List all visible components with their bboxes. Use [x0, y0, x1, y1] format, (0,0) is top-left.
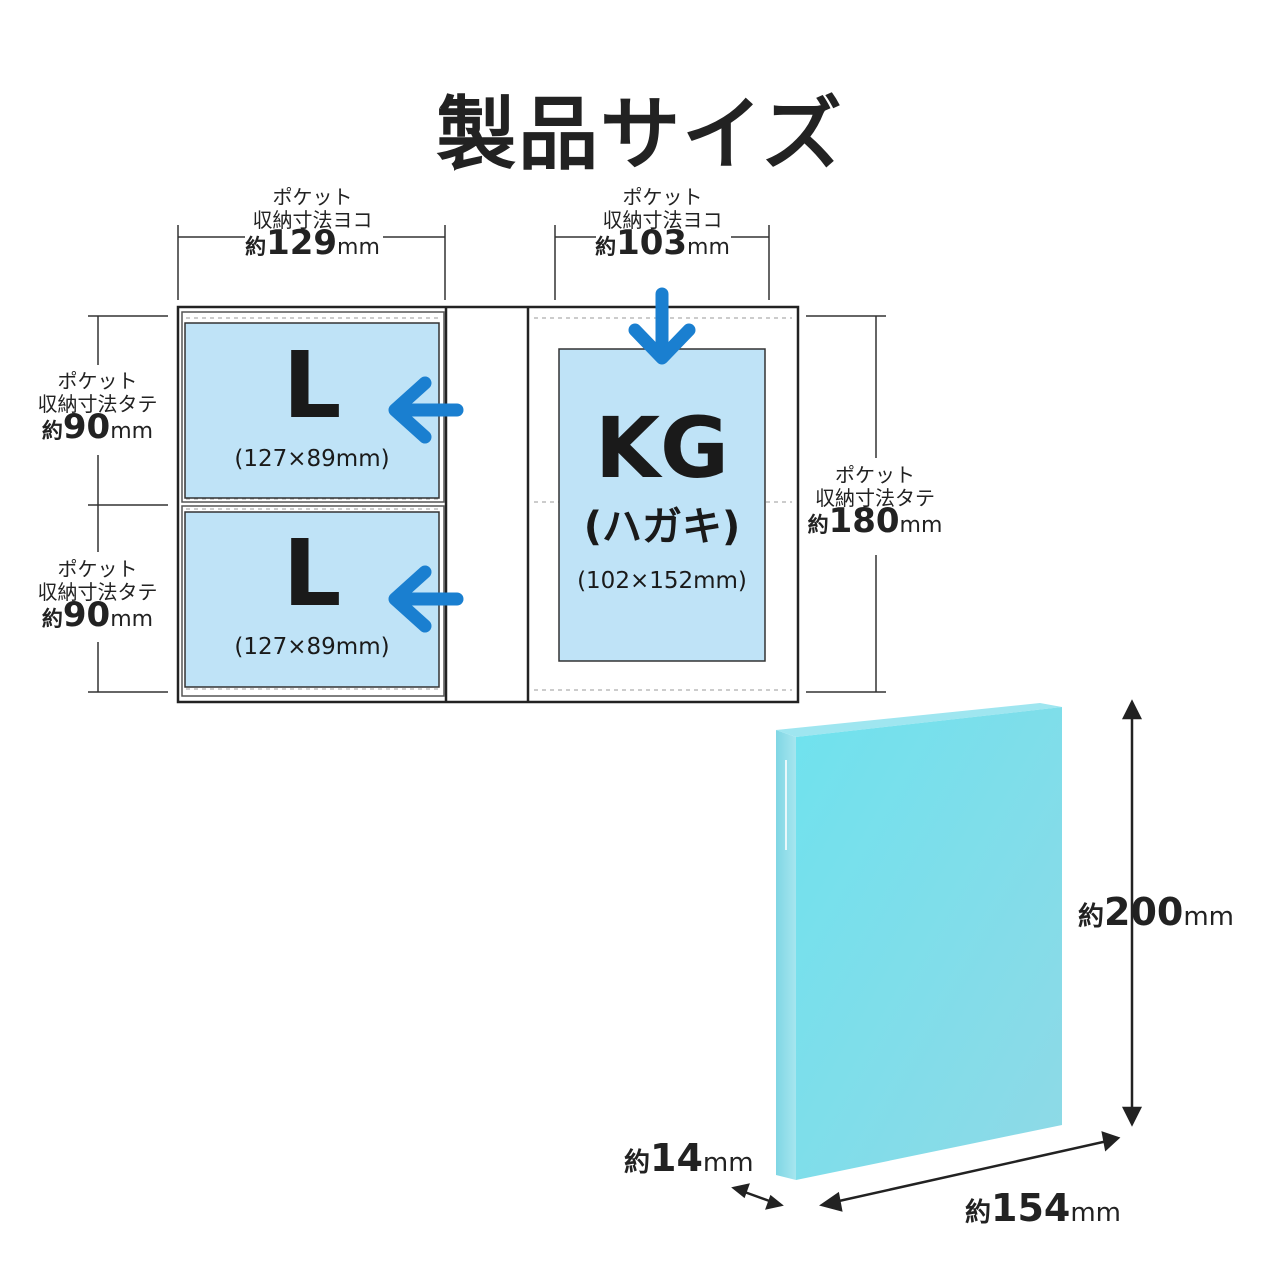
kg-photo: [558, 348, 766, 662]
l-pocket-lower-label: L (127×89mm): [234, 520, 390, 661]
height-arrow: [1121, 699, 1143, 1127]
binder-illustration: [776, 703, 1062, 1180]
insert-arrow-top: [628, 287, 696, 365]
top-right-dimension-label: ポケット 収納寸法ヨコ 約103mm: [595, 185, 730, 263]
depth-arrow: [731, 1183, 784, 1210]
right-dimension-label: ポケット 収納寸法タテ 約180mm: [807, 463, 943, 541]
kg-pocket-label: KG (ハガキ) (102×152mm): [577, 399, 747, 594]
insert-arrow-lower: [388, 565, 464, 633]
l-pocket-upper-label: L (127×89mm): [234, 332, 390, 473]
top-left-dimension: [177, 225, 446, 300]
left-lower-dimension-label: ポケット 収納寸法タテ 約90mm: [37, 557, 158, 635]
insert-arrow-upper: [388, 376, 464, 444]
left-upper-dimension-label: ポケット 収納寸法タテ 約90mm: [37, 369, 158, 447]
album-open-page: [176, 305, 800, 704]
page-title: 製品サイズ: [436, 88, 844, 181]
binder-depth-label: 約14mm: [624, 1136, 754, 1180]
top-left-dimension-label: ポケット 収納寸法ヨコ 約129mm: [245, 185, 380, 263]
left-dimension: [88, 315, 168, 693]
binder-height-label: 約200mm: [1078, 890, 1234, 934]
right-dimension: [806, 315, 886, 693]
top-right-dimension: [554, 225, 770, 300]
width-arrow: [819, 1131, 1121, 1212]
binder-width-label: 約154mm: [965, 1186, 1121, 1230]
